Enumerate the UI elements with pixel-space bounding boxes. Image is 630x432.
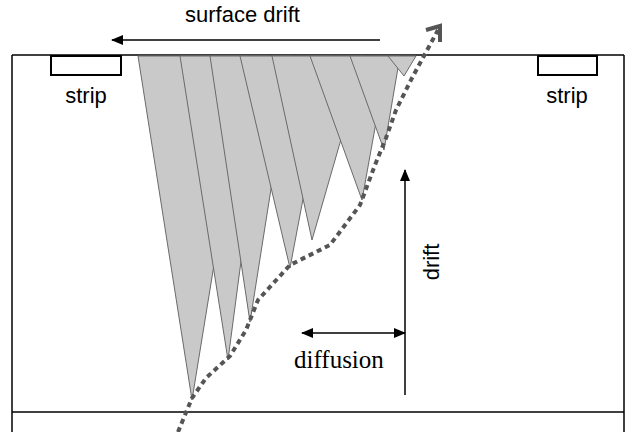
strip-electrode — [50, 55, 122, 76]
track-arrowhead — [426, 26, 440, 42]
strip-label: strip — [546, 85, 588, 107]
charge-cones — [138, 56, 416, 400]
diffusion-arrow — [302, 332, 405, 334]
diffusion-label: diffusion — [294, 347, 384, 372]
drift-arrow — [404, 170, 406, 395]
strip-label: strip — [65, 85, 107, 107]
strip-electrode — [537, 55, 598, 76]
particle-track — [178, 30, 438, 432]
surface-drift-arrow — [112, 39, 380, 41]
detector-outline — [12, 55, 624, 432]
surface-drift-label: surface drift — [185, 4, 300, 26]
drift-label: drift — [421, 244, 443, 281]
